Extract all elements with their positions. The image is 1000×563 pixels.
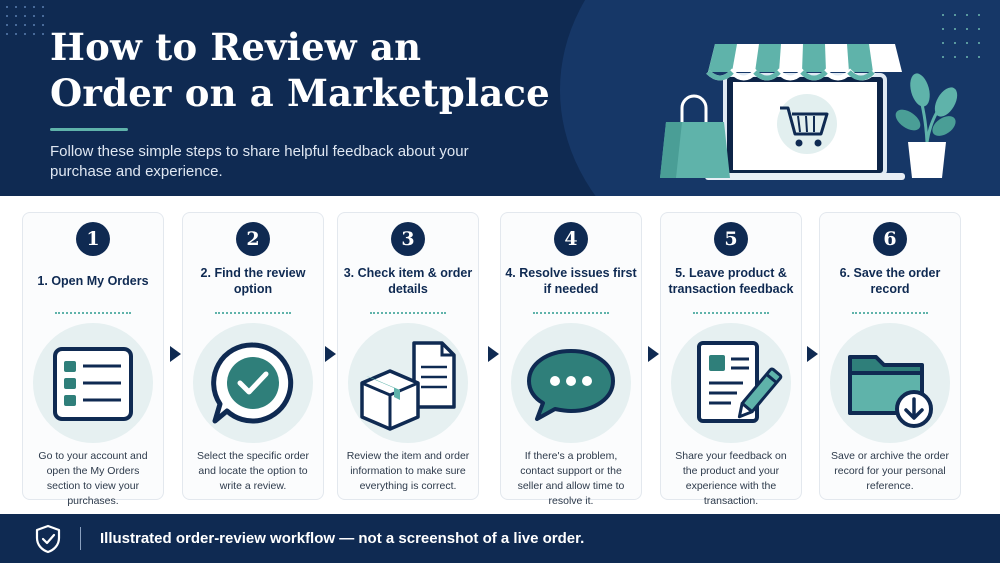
step-description: Share your feedback on the product and y…: [675, 450, 787, 507]
step-card-1: 1 1. Open My Orders Go to your account a…: [22, 212, 164, 507]
document-pencil-icon: [671, 323, 791, 443]
storefront-icon: [705, 44, 905, 180]
step-title: 3. Check item & order details: [343, 266, 473, 296]
title-line-1: How to Review an: [50, 25, 422, 69]
footer-divider: [80, 527, 81, 550]
dotted-divider: [693, 312, 769, 314]
page-subtitle: Follow these simple steps to share helpf…: [50, 143, 469, 180]
step-description: If there's a problem, contact support or…: [517, 450, 625, 507]
arrow-right-icon: [325, 346, 336, 362]
storefront-illustration: [660, 44, 958, 180]
arrow-right-icon: [488, 346, 499, 362]
page-title: How to Review an Order on a Marketplace: [50, 24, 610, 116]
step-card-5: 5 5. Leave product & transaction feedbac…: [660, 212, 802, 507]
step-title: 1. Open My Orders: [37, 274, 149, 288]
step-number-badge: 3: [391, 222, 425, 256]
arrow-right-icon: [807, 346, 818, 362]
step-description: Save or archive the order record for you…: [831, 450, 949, 492]
chat-bubble-icon: [511, 323, 631, 443]
title-underline: [50, 128, 128, 131]
dotted-divider: [370, 312, 446, 314]
step-number-badge: 6: [873, 222, 907, 256]
dotted-divider: [852, 312, 928, 314]
step-description: Review the item and order information to…: [346, 450, 470, 492]
step-number-badge: 2: [236, 222, 270, 256]
step-description: Select the specific order and locate the…: [196, 450, 310, 492]
dotted-divider: [55, 312, 131, 314]
step-title: 5. Leave product & transaction feedback: [668, 266, 794, 296]
order-list-icon: [33, 323, 153, 443]
dotted-divider: [533, 312, 609, 314]
step-card-4: 4 4. Resolve issues first if needed If t…: [500, 212, 642, 507]
step-card-3: 3 3. Check item & order details Review t…: [337, 212, 479, 500]
title-line-2: Order on a Marketplace: [50, 71, 550, 115]
shopping-cart-icon: [777, 94, 837, 154]
arrow-right-icon: [648, 346, 659, 362]
header-banner: How to Review an Order on a Marketplace …: [0, 0, 1000, 196]
folder-download-icon: [830, 323, 950, 443]
step-number-badge: 5: [714, 222, 748, 256]
footer-bar: Illustrated order-review workflow — not …: [0, 514, 1000, 563]
dotted-divider: [215, 312, 291, 314]
step-number-badge: 4: [554, 222, 588, 256]
footer-note: Illustrated order-review workflow — not …: [100, 530, 585, 547]
steps-section: 1 1. Open My Orders Go to your account a…: [0, 196, 1000, 514]
step-card-2: 2 2. Find the review option Select the s…: [182, 212, 324, 500]
shopping-bag-icon: [660, 94, 730, 178]
shield-check-icon: [35, 524, 61, 554]
potted-plant-icon: [895, 73, 958, 178]
step-card-6: 6 6. Save the order record Save or archi…: [819, 212, 961, 500]
step-title: 6. Save the order record: [839, 266, 941, 296]
arrow-right-icon: [170, 346, 181, 362]
step-description: Go to your account and open the My Order…: [38, 450, 148, 507]
package-document-icon: [348, 323, 468, 443]
step-title: 2. Find the review option: [200, 266, 306, 296]
checkmark-bubble-icon: [193, 323, 313, 443]
step-title: 4. Resolve issues first if needed: [505, 266, 637, 296]
step-number-badge: 1: [76, 222, 110, 256]
